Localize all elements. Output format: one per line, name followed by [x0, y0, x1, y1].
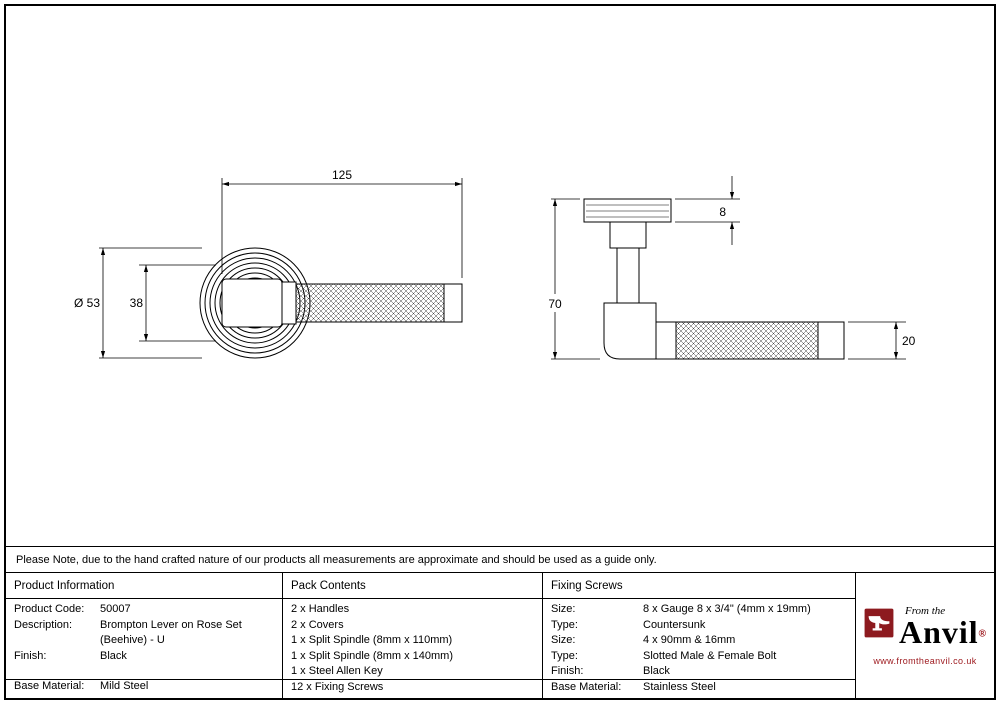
header-pack-contents: Pack Contents [283, 573, 543, 598]
lever-front [221, 278, 463, 328]
spec-table-columns: Product Information Pack Contents Fixing… [6, 573, 855, 698]
dim-grip-diameter-label: 20 [902, 334, 916, 348]
field-label: Type: [551, 618, 578, 631]
spec-sheet-frame: 125 Ø 53 38 [4, 4, 996, 700]
finish-row: Finish: Black [14, 649, 274, 665]
header-product-information: Product Information [6, 573, 283, 598]
anvil-icon [864, 608, 894, 638]
bolt-size-row: Size: 4 x 90mm & 16mm [551, 633, 847, 649]
note-text: Please Note, due to the hand crafted nat… [16, 553, 657, 566]
logo-cell: From the Anvil® www.fromtheanvil.co.uk [855, 573, 994, 698]
pack-item: 1 x Split Spindle (8mm x 110mm) [291, 634, 453, 646]
screw-base-material-row: Base Material: Stainless Steel [551, 680, 847, 696]
description-row-continued: (Beehive) - U [14, 633, 274, 649]
field-label: Base Material: [14, 680, 85, 692]
product-code-row: Product Code: 50007 [14, 602, 274, 618]
base-material-row: Base Material: Mild Steel [14, 679, 274, 695]
side-dimension-lines [551, 176, 906, 360]
front-dimension-labels: 125 Ø 53 38 [74, 168, 352, 310]
field-label: Type: [551, 649, 578, 662]
field-value: Stainless Steel [643, 680, 716, 693]
anvil-logo: From the Anvil® [864, 605, 986, 654]
logo-text-block: From the Anvil® [899, 605, 986, 654]
field-value: Countersunk [643, 618, 706, 631]
field-label: Product Code: [14, 603, 85, 615]
product-information-cell: Product Code: 50007 Description: Brompto… [6, 599, 283, 698]
field-value: Mild Steel [100, 680, 149, 692]
pack-item: 12 x Fixing Screws [291, 680, 384, 693]
field-label: Finish: [14, 649, 47, 662]
table-content-row: Product Code: 50007 Description: Brompto… [6, 599, 855, 698]
pack-item: 1 x Steel Allen Key [291, 665, 383, 677]
field-value: Black [100, 649, 127, 662]
logo-website: www.fromtheanvil.co.uk [873, 656, 977, 666]
screw-type-row: Type: Countersunk [551, 618, 847, 634]
field-value: Slotted Male & Female Bolt [643, 649, 777, 662]
field-value: (Beehive) - U [100, 634, 165, 646]
field-value: Black [643, 665, 670, 677]
front-dimension-lines [99, 178, 463, 359]
technical-drawing: 125 Ø 53 38 [74, 168, 916, 360]
drawing-area: 125 Ø 53 38 [6, 6, 994, 546]
field-value: 8 x Gauge 8 x 3/4" (4mm x 19mm) [643, 603, 811, 615]
dim-length-label: 125 [332, 168, 352, 182]
field-value: 50007 [100, 603, 131, 615]
logo-name-row: Anvil® [898, 614, 987, 654]
note-bar: Please Note, due to the hand crafted nat… [6, 546, 994, 573]
dim-rose-thickness-label: 8 [719, 205, 726, 219]
logo-tagline: From the [904, 605, 946, 617]
spec-table: Product Information Pack Contents Fixing… [6, 573, 994, 698]
field-label: Finish: [551, 665, 584, 677]
registered-mark-icon: ® [978, 628, 987, 640]
screw-finish-row: Finish: Black [551, 664, 847, 680]
table-bottom-rule [6, 679, 855, 680]
front-view-drawing: 125 Ø 53 38 [74, 168, 463, 359]
pack-item: 1 x Split Spindle (8mm x 140mm) [291, 649, 453, 662]
field-label: Size: [551, 603, 576, 615]
field-label: Base Material: [551, 680, 622, 693]
bolt-type-row: Type: Slotted Male & Female Bolt [551, 649, 847, 665]
side-view-drawing: 70 8 20 [548, 176, 916, 360]
field-value: Brompton Lever on Rose Set [100, 618, 242, 631]
pack-item: 2 x Covers [291, 618, 344, 631]
logo-name: Anvil [898, 614, 979, 650]
dim-inner-label: 38 [130, 296, 144, 310]
header-fixing-screws: Fixing Screws [551, 579, 623, 592]
dim-height-label: 70 [548, 297, 562, 311]
dim-rose-diameter-label: Ø 53 [74, 296, 100, 310]
field-value: 4 x 90mm & 16mm [643, 634, 736, 646]
description-row: Description: Brompton Lever on Rose Set [14, 618, 274, 634]
pack-contents-cell: 2 x Handles 2 x Covers 1 x Split Spindle… [283, 599, 543, 698]
field-label: Size: [551, 634, 576, 646]
fixing-screws-cell: Size: 8 x Gauge 8 x 3/4" (4mm x 19mm) Ty… [543, 599, 855, 698]
lever-side [583, 198, 845, 360]
field-label: Description: [14, 618, 73, 631]
table-header-row: Product Information Pack Contents Fixing… [6, 573, 855, 599]
pack-item: 2 x Handles [291, 603, 350, 615]
side-dimension-labels: 70 8 20 [548, 205, 915, 348]
screw-size-row: Size: 8 x Gauge 8 x 3/4" (4mm x 19mm) [551, 602, 847, 618]
field-label [14, 633, 100, 649]
